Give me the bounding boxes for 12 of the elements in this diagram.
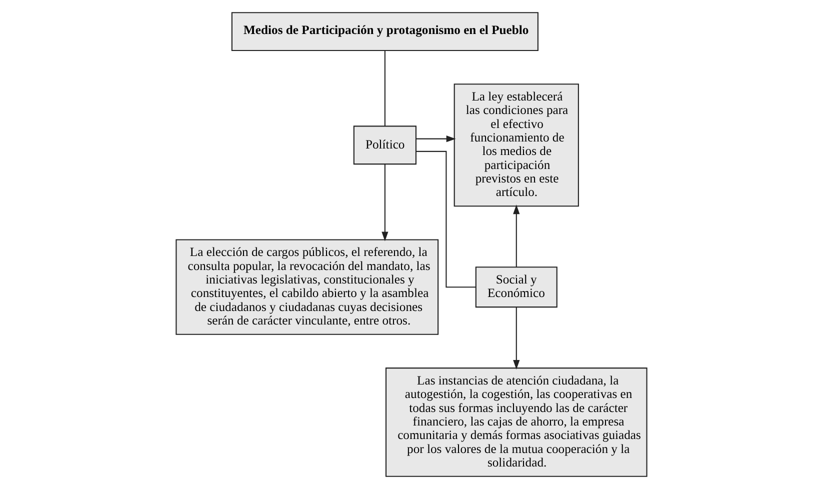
arrow — [513, 307, 520, 370]
node-box: Político — [353, 126, 416, 165]
node-box: Social y Económico — [475, 266, 558, 308]
node-box: Medios de Participación y protagonismo en el Pueblo — [231, 12, 538, 51]
node-box: Las instancias de atención ciudadana, la autogestión, la cogestión, las cooperativas en todas sus formas incluyendo las de carácter financiero, las cajas de ahorro, la empresa comunitaria y demás formas asociativas guiadas por los valores de la mutua cooperación y la solidaridad. — [385, 368, 648, 477]
arrow — [382, 164, 388, 242]
node-box: La elección de cargos públicos, el referendo, la consulta popular, la revocación del mandato, las iniciativas legislativas, constitucionales y constituyentes, el cabildo abierto y la asamblea de ciudadanos y ciudadanas cuyas decisiones serán de carácter vinculante, entre otros. — [176, 239, 439, 335]
connector — [416, 150, 476, 288]
arrow — [513, 204, 520, 268]
connector — [384, 50, 386, 126]
node-box: La ley establecerá las condiciones para el efectivo funcionamiento de los medios de participación previstos en este artículo. — [454, 84, 579, 207]
arrow — [416, 136, 456, 142]
